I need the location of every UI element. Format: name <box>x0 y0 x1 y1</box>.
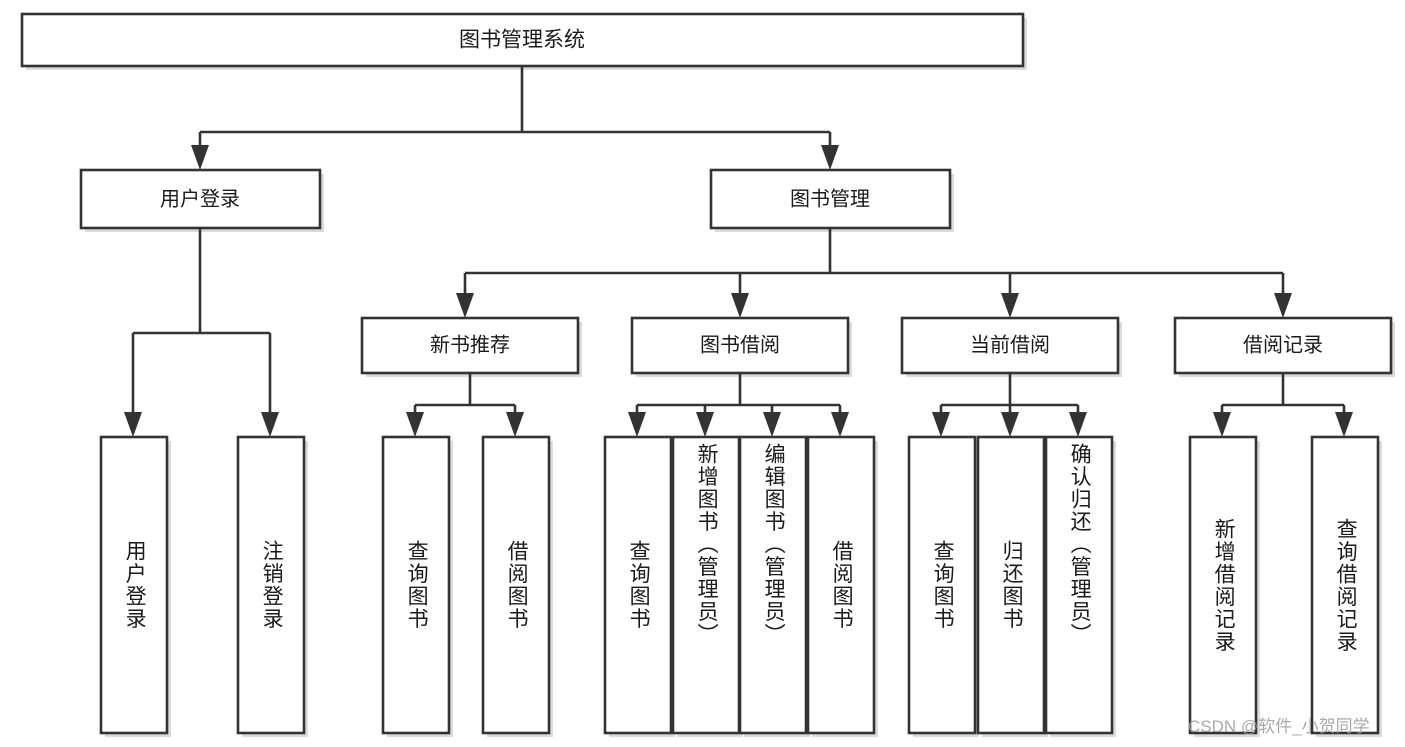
node-current-borrow[interactable]: 当前借阅 <box>900 316 1122 377</box>
arrow-head-icon <box>628 412 646 437</box>
leaf-box <box>603 435 673 735</box>
arrow-head-icon <box>1335 412 1353 437</box>
arrow-head-icon <box>831 412 849 437</box>
arrow-head-icon <box>261 412 279 437</box>
node-borrow-record[interactable]: 借阅记录 <box>1173 316 1395 377</box>
arrow-head-icon <box>821 145 839 170</box>
connector-borrow-record-to-leaves <box>1213 373 1353 437</box>
node-user-login-box <box>79 168 322 230</box>
arrow-head-icon <box>456 293 474 318</box>
leaf-node-current-query-book[interactable] <box>907 435 979 737</box>
node-book-borrow-label: 图书借阅 <box>700 333 780 356</box>
node-new-book-recommend-label: 新书推荐 <box>430 333 510 356</box>
leaf-box <box>481 435 551 735</box>
arrow-head-icon <box>124 412 142 437</box>
leaf-node-recommend-borrow-book[interactable] <box>481 435 553 737</box>
arrow-head-icon <box>1069 412 1087 437</box>
leaf-box <box>907 435 977 735</box>
leaf-box <box>1044 435 1114 735</box>
leaf-node-current-confirm-return-admin[interactable] <box>1044 435 1116 737</box>
node-user-login-label: 用户登录 <box>160 187 240 210</box>
arrow-head-icon <box>406 412 424 437</box>
leaf-node-record-query-record[interactable] <box>1310 435 1382 737</box>
connector-current-borrow-to-leaves <box>932 373 1087 437</box>
connector-book-management-to-level2 <box>456 228 1292 318</box>
node-current-borrow-label: 当前借阅 <box>970 333 1050 356</box>
leaf-node-user-logout[interactable] <box>236 435 308 737</box>
node-user-login[interactable]: 用户登录 <box>79 168 324 232</box>
arrow-head-icon <box>763 412 781 437</box>
node-book-management[interactable]: 图书管理 <box>709 168 954 232</box>
arrow-head-icon <box>1001 412 1019 437</box>
node-new-book-recommend-box <box>360 316 580 375</box>
arrow-head-icon <box>506 412 524 437</box>
arrow-head-icon <box>1001 293 1019 318</box>
node-current-borrow-box <box>900 316 1120 375</box>
leaf-box <box>1188 435 1258 735</box>
node-root[interactable]: 图书管理系统 <box>20 12 1027 70</box>
leaf-box <box>738 435 808 735</box>
connector-root-to-level1 <box>191 66 839 170</box>
leaf-box <box>99 435 169 735</box>
leaf-node-borrow-edit-book-admin[interactable] <box>738 435 810 737</box>
leaf-node-borrow-borrow-book[interactable] <box>806 435 878 737</box>
leaf-box <box>1310 435 1380 735</box>
leaf-node-current-return-book[interactable] <box>976 435 1048 737</box>
leaf-box <box>381 435 451 735</box>
leaf-box <box>976 435 1046 735</box>
node-root-label: 图书管理系统 <box>459 29 585 52</box>
leaf-node-borrow-add-book-admin[interactable] <box>671 435 743 737</box>
arrow-head-icon <box>191 145 209 170</box>
node-new-book-recommend[interactable]: 新书推荐 <box>360 316 582 377</box>
leaf-node-borrow-query-book[interactable] <box>603 435 675 737</box>
node-book-borrow[interactable]: 图书借阅 <box>630 316 852 377</box>
leaf-box <box>806 435 876 735</box>
connector-user-login-to-leaves <box>124 228 279 437</box>
leaf-node-user-login-login[interactable] <box>99 435 171 737</box>
connector-book-borrow-to-leaves <box>628 373 849 437</box>
node-root-box <box>20 12 1025 68</box>
node-borrow-record-box <box>1173 316 1393 375</box>
leaf-box <box>236 435 306 735</box>
node-borrow-record-label: 借阅记录 <box>1243 333 1323 356</box>
leaf-box <box>671 435 741 735</box>
arrow-head-icon <box>932 412 950 437</box>
arrow-head-icon <box>1213 412 1231 437</box>
arrow-head-icon <box>731 293 749 318</box>
arrow-head-icon <box>696 412 714 437</box>
node-book-management-label: 图书管理 <box>790 187 870 210</box>
leaf-node-record-add-record[interactable] <box>1188 435 1260 737</box>
leaf-node-recommend-query-book[interactable] <box>381 435 453 737</box>
connector-new-book-recommend-to-leaves <box>406 373 524 437</box>
arrow-head-icon <box>1274 293 1292 318</box>
